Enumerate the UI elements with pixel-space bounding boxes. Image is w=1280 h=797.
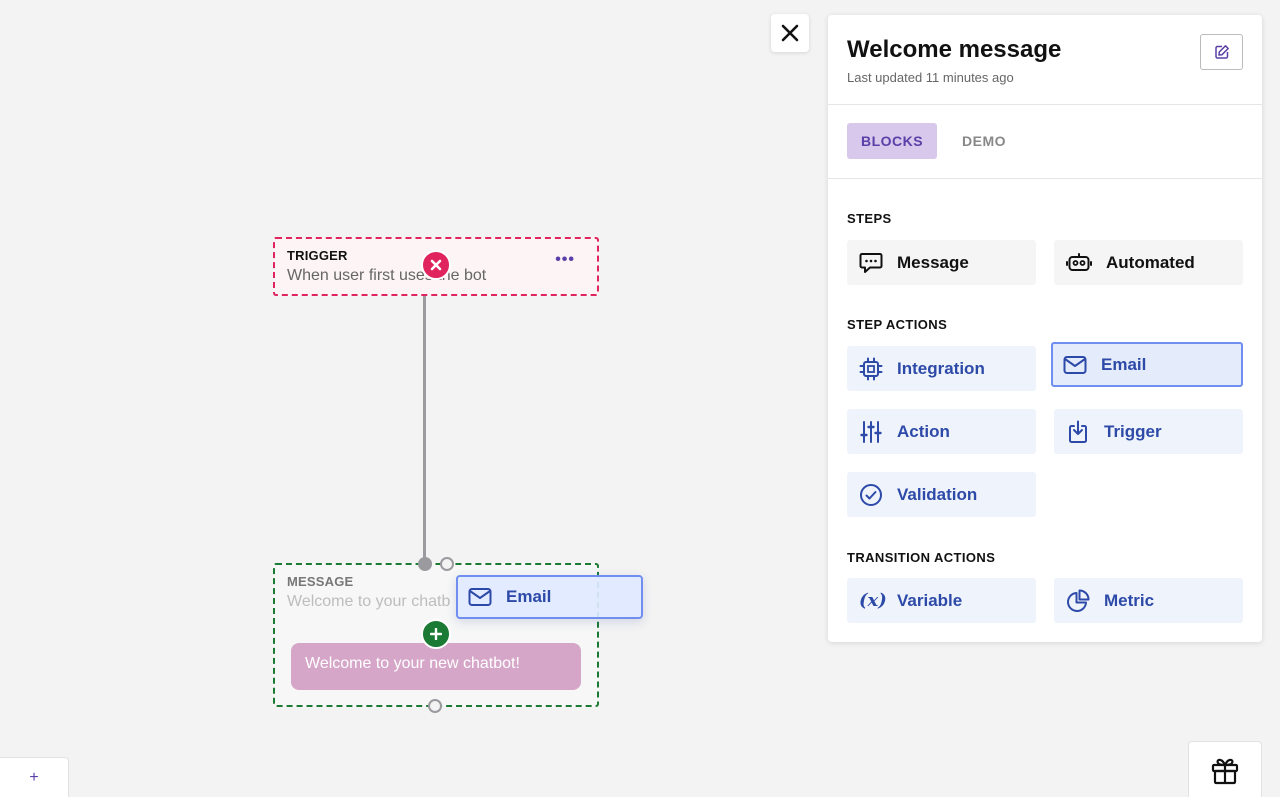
panel-header: Welcome message Last updated 11 minutes … <box>828 15 1262 105</box>
block-variable[interactable]: (x) Variable <box>847 578 1036 623</box>
pie-chart-icon <box>1067 589 1090 612</box>
flow-connector <box>423 296 426 564</box>
tab-demo[interactable]: DEMO <box>962 133 1006 149</box>
robot-icon <box>1066 252 1092 271</box>
gift-button[interactable] <box>1188 741 1262 797</box>
block-integration-label: Integration <box>897 358 985 378</box>
step-actions-section-label: STEP ACTIONS <box>847 317 948 332</box>
block-email[interactable]: Email <box>1051 342 1243 387</box>
add-step-button[interactable] <box>421 619 451 649</box>
block-trigger[interactable]: Trigger <box>1054 409 1243 454</box>
input-port-empty[interactable] <box>440 557 454 571</box>
chat-bubble-icon <box>859 252 883 273</box>
block-validation[interactable]: Validation <box>847 472 1036 517</box>
variable-icon: (x) <box>859 590 887 611</box>
trigger-node-description: When user first uses the bot <box>287 267 487 284</box>
block-metric[interactable]: Metric <box>1054 578 1243 623</box>
message-node-kicker: MESSAGE <box>287 574 354 589</box>
block-automated[interactable]: Automated <box>1054 240 1243 285</box>
output-port[interactable] <box>428 699 442 713</box>
trigger-node-kicker: TRIGGER <box>287 248 348 263</box>
chip-icon <box>859 357 883 380</box>
edit-button[interactable] <box>1200 34 1243 70</box>
check-circle-icon <box>860 483 882 506</box>
add-button[interactable]: + <box>0 757 69 797</box>
trigger-node-menu-button[interactable]: ••• <box>555 251 575 268</box>
dragging-email-block[interactable]: Email <box>456 575 643 619</box>
panel-subtitle: Last updated 11 minutes ago <box>847 70 1014 85</box>
block-message-label: Message <box>897 252 969 272</box>
sliders-icon <box>860 420 882 443</box>
tab-blocks[interactable]: BLOCKS <box>847 123 938 159</box>
block-validation-label: Validation <box>897 484 978 504</box>
blocks-panel: Welcome message Last updated 11 minutes … <box>828 15 1262 642</box>
plus-icon <box>430 628 442 640</box>
steps-section-label: STEPS <box>847 211 892 226</box>
close-icon <box>781 24 799 42</box>
block-email-label: Email <box>1101 354 1147 374</box>
block-variable-label: Variable <box>897 590 963 610</box>
input-port[interactable] <box>418 557 432 571</box>
block-trigger-label: Trigger <box>1104 421 1162 441</box>
panel-tabs: BLOCKS DEMO <box>828 105 1262 179</box>
envelope-icon <box>468 588 492 606</box>
delete-node-button[interactable] <box>421 250 451 280</box>
edit-icon <box>1214 45 1229 59</box>
envelope-icon <box>1063 355 1087 374</box>
block-action-label: Action <box>897 421 950 441</box>
panel-title: Welcome message <box>847 36 1062 63</box>
block-metric-label: Metric <box>1104 590 1155 610</box>
close-panel-button[interactable] <box>771 14 809 52</box>
download-hand-icon <box>1069 420 1087 443</box>
dragging-email-label: Email <box>506 587 552 606</box>
close-icon <box>430 259 442 271</box>
block-integration[interactable]: Integration <box>847 346 1036 391</box>
block-automated-label: Automated <box>1106 252 1195 272</box>
block-action[interactable]: Action <box>847 409 1036 454</box>
block-message[interactable]: Message <box>847 240 1036 285</box>
message-bubble[interactable]: Welcome to your new chatbot! <box>291 643 581 690</box>
message-node-description: Welcome to your chatb <box>287 593 451 610</box>
transition-actions-section-label: TRANSITION ACTIONS <box>847 550 996 565</box>
gift-icon <box>1211 758 1239 784</box>
